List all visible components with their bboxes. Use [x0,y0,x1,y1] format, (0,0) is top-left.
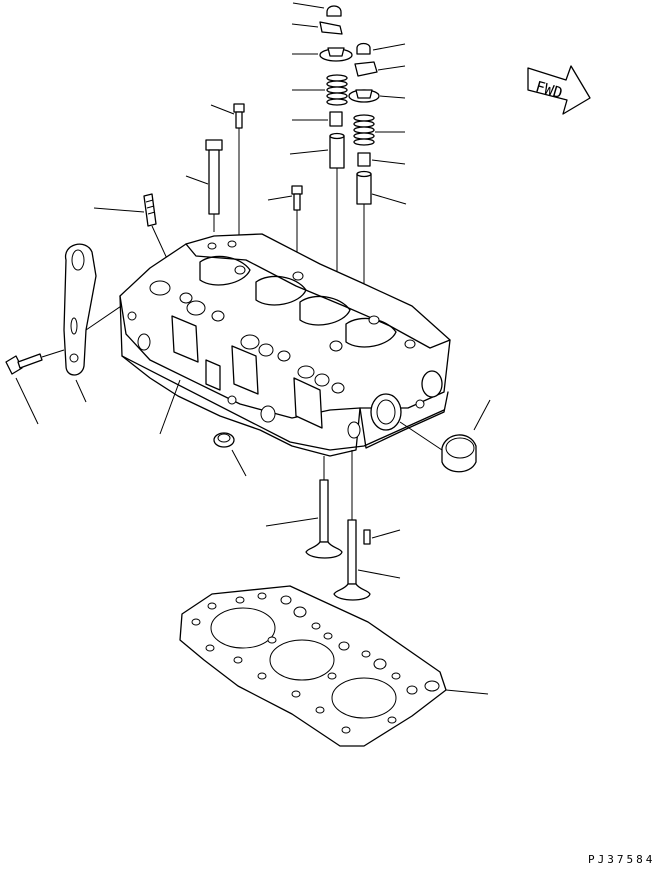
valve-guide-2 [356,173,372,205]
valve-stem-seal-2 [357,152,371,167]
valve-spring-2 [353,114,375,146]
dowel-pin [363,529,401,545]
port-3 [293,377,323,429]
valve-rotator [319,21,343,35]
left-plug [213,432,247,477]
lifting-bracket [63,243,131,403]
port-2 [231,345,259,395]
exhaust-valve [265,456,343,559]
valve-train-left-column [289,2,353,345]
head-bolt-short [210,103,245,270]
port-1 [171,315,199,363]
valve-rotator-2 [354,61,378,77]
fwd-arrow: FWD [527,65,591,115]
drawing-code: PJ37584 [588,853,656,866]
valve-train-right-column [348,42,407,340]
cylinder-head [119,233,451,457]
valve-guide [329,135,345,169]
bracket-bolt [5,349,65,425]
valve-cap-2 [356,42,371,55]
valve-spring [326,74,348,106]
intake-valve [333,450,401,601]
head-bolt-long [185,139,223,232]
head-gasket [179,585,489,747]
port-4 [205,359,221,391]
right-seal-ring [399,399,491,473]
valve-stem-seal [329,111,343,127]
valve-cap [326,5,342,17]
head-bolt-short-2 [267,185,303,268]
